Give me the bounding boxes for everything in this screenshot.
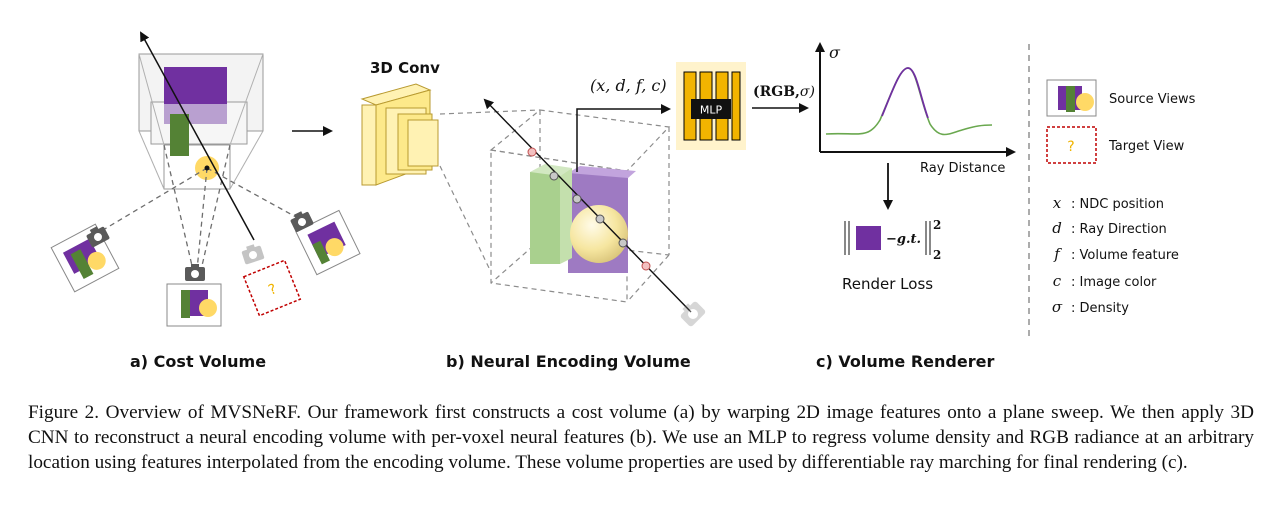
source-view-middle xyxy=(166,283,222,327)
render-loss-caption: Render Loss xyxy=(842,275,933,293)
conv-title: 3D Conv xyxy=(370,59,440,77)
legend-target-question-mark: ? xyxy=(1067,139,1074,155)
legend-target-view: Target View xyxy=(1108,139,1185,154)
loss-gt-term: −g.t. xyxy=(886,232,921,247)
y-axis-label: σ xyxy=(829,43,841,62)
caption-text: Figure 2. Overview of MVSNeRF. Our frame… xyxy=(28,402,1254,473)
legend-symbol-row: x : NDC position xyxy=(1053,194,1164,212)
green-pillar xyxy=(530,172,560,264)
ray-sample-points xyxy=(527,147,651,271)
svg-text:: Density: : Density xyxy=(1071,301,1129,316)
target-view: ? xyxy=(242,259,302,317)
svg-text:: Volume feature: : Volume feature xyxy=(1071,248,1179,263)
legend-target-icon: ? xyxy=(1046,126,1097,164)
panel-c-label: c) Volume Renderer xyxy=(816,352,995,371)
panel-a-label: a) Cost Volume xyxy=(130,352,267,371)
source-view-left xyxy=(50,223,120,293)
camera-ray xyxy=(483,98,692,313)
svg-text:d: d xyxy=(1052,219,1062,237)
svg-text:σ: σ xyxy=(1052,298,1063,316)
svg-text:: Image color: : Image color xyxy=(1071,275,1157,290)
svg-text:c: c xyxy=(1053,272,1062,290)
camera-icon xyxy=(185,264,205,281)
mlp-label: MLP xyxy=(700,104,723,117)
camera-icon xyxy=(680,301,706,327)
legend-symbol-row: d : Ray Direction xyxy=(1052,219,1167,237)
loss-sup: 2 xyxy=(933,218,941,232)
svg-text:: Ray Direction: : Ray Direction xyxy=(1071,222,1167,237)
method-overview-figure: ? 3D Conv xyxy=(50,31,1196,340)
mlp-input-tuple: (x, d, f, c) xyxy=(590,76,667,95)
svg-text:x: x xyxy=(1053,194,1062,212)
legend-symbol-row: c : Image color xyxy=(1053,272,1157,290)
legend-symbol-row: σ : Density xyxy=(1052,298,1129,316)
cost-volume-diagram: ? xyxy=(50,31,361,327)
density-plot xyxy=(815,42,1016,157)
render-loss-formula: −g.t. 2 2 xyxy=(844,218,941,262)
sphere xyxy=(570,205,628,263)
legend-source-views: Source Views xyxy=(1109,92,1196,107)
panel-b-label: b) Neural Encoding Volume xyxy=(446,352,691,371)
svg-text:f: f xyxy=(1053,245,1062,263)
legend: Source Views ? Target View x : NDC posit… xyxy=(1046,79,1196,316)
camera-icon xyxy=(241,244,265,265)
svg-text:: NDC position: : NDC position xyxy=(1071,197,1164,212)
camera-icon xyxy=(290,211,314,233)
legend-source-icon xyxy=(1046,79,1097,117)
mlp-block: MLP xyxy=(676,62,746,150)
x-axis-label: Ray Distance xyxy=(920,161,1005,176)
camera-icon xyxy=(86,226,110,248)
conv-layers-stack xyxy=(360,83,439,186)
loss-sub: 2 xyxy=(933,248,941,262)
mlp-output-tuple: (RGB,σ) xyxy=(753,84,815,100)
figure-caption: Figure 2. Overview of MVSNeRF. Our frame… xyxy=(28,400,1254,475)
source-view-right xyxy=(295,209,361,276)
arrow-to-mlp xyxy=(576,104,671,172)
legend-symbol-row: f : Volume feature xyxy=(1053,245,1179,263)
